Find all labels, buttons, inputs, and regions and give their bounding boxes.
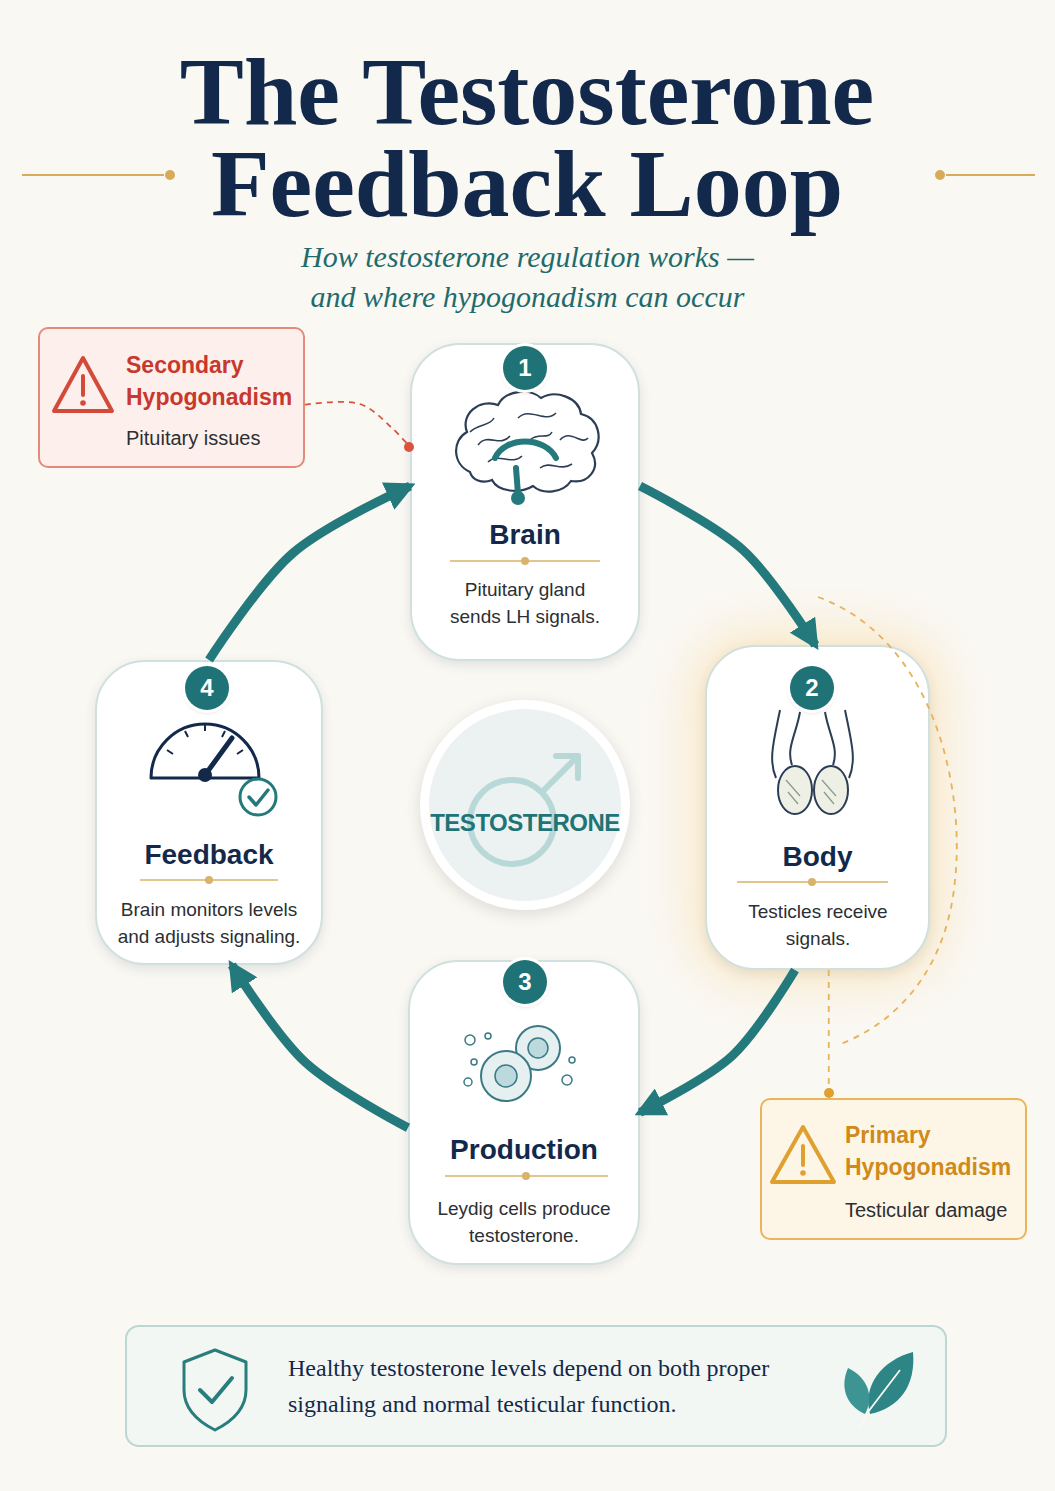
callout-box: Primary HypogonadismTesticular damage	[760, 1098, 1027, 1240]
cell-icon	[481, 1051, 531, 1101]
leaf-icon	[868, 1352, 913, 1414]
cell-icon	[528, 1038, 548, 1058]
subtitle: How testosterone regulation works — and …	[275, 237, 780, 317]
male-symbol	[470, 756, 578, 864]
divider	[808, 878, 816, 886]
dashed-leader	[828, 970, 830, 1098]
edge-group	[209, 402, 829, 1128]
step-body: Leydig cells produce testosterone.	[424, 1195, 624, 1249]
brain-icon	[495, 442, 556, 459]
title-dot	[165, 170, 175, 180]
gauge-icon	[163, 724, 247, 778]
check-icon	[240, 779, 276, 815]
divider	[140, 879, 278, 881]
step-title: Body	[707, 840, 928, 874]
cell-icon	[495, 1065, 517, 1087]
divider	[445, 1175, 608, 1177]
title-dot	[935, 170, 945, 180]
step-body: Pituitary gland sends LH signals.	[437, 576, 613, 630]
anatomy-icon	[814, 766, 848, 814]
cell-icon	[471, 1059, 477, 1065]
center-label: TESTOSTERONE	[419, 808, 631, 838]
step-number: 3	[503, 960, 547, 1004]
flow-arrow	[640, 486, 815, 645]
step-title: Brain	[412, 518, 638, 552]
divider	[737, 881, 888, 883]
divider	[450, 560, 600, 562]
leader-dot	[404, 442, 414, 452]
gauge-icon	[198, 768, 212, 782]
summary-box: Healthy testosterone levels depend on bo…	[125, 1325, 947, 1447]
callout-box: Secondary HypogonadismPituitary issues	[38, 327, 305, 468]
brain-icon	[456, 392, 598, 492]
step-body: Brain monitors levels and adjusts signal…	[104, 896, 314, 950]
shield-icon	[184, 1350, 246, 1430]
callout-title: Primary Hypogonadism	[845, 1119, 1025, 1183]
flow-arrow	[209, 486, 410, 660]
anatomy-icon	[772, 710, 853, 778]
step-title: Feedback	[97, 838, 321, 872]
brain-icon	[511, 491, 525, 505]
step-body: Testicles receive signals.	[723, 898, 913, 952]
warning-icon	[80, 400, 86, 406]
flow-arrow	[232, 965, 408, 1128]
gauge-icon	[205, 738, 232, 775]
step-number: 2	[790, 666, 834, 710]
warning-icon	[772, 1127, 834, 1182]
gauge-icon	[151, 724, 259, 778]
warning-icon	[54, 358, 112, 411]
check-icon	[249, 790, 268, 805]
anatomy-icon	[778, 766, 812, 814]
title-rule	[22, 174, 164, 176]
step-card: ProductionLeydig cells produce testoster…	[408, 960, 640, 1265]
leader-line	[818, 597, 957, 1045]
cell-icon	[516, 1026, 560, 1070]
callout-title: Secondary Hypogonadism	[126, 349, 306, 413]
shield-icon	[200, 1378, 232, 1402]
flow-arrow	[640, 970, 795, 1113]
warning-icon	[81, 376, 85, 395]
anatomy-icon	[786, 780, 836, 804]
dashed-leader	[305, 402, 410, 447]
male-symbol	[470, 780, 554, 864]
divider	[521, 557, 529, 565]
title-rule	[946, 174, 1035, 176]
step-card: BrainPituitary gland sends LH signals.	[410, 343, 640, 661]
brain-icon	[516, 468, 518, 494]
center-circle: TESTOSTERONE	[420, 700, 630, 910]
callout-body: Pituitary issues	[126, 425, 301, 451]
divider	[522, 1172, 530, 1180]
leader-dot	[824, 1088, 834, 1098]
step-number: 1	[503, 346, 547, 390]
cell-icon	[464, 1078, 472, 1086]
step-number: 4	[185, 666, 229, 710]
leaf-icon	[844, 1368, 869, 1414]
leaf-icon	[860, 1370, 900, 1428]
cell-icon	[569, 1057, 575, 1063]
cell-icon	[485, 1033, 491, 1039]
page-title: The Testosterone Feedback Loop	[97, 46, 957, 230]
cell-icon	[562, 1075, 572, 1085]
male-symbol	[542, 756, 578, 792]
brain-icon	[470, 413, 588, 468]
callout-body: Testicular damage	[845, 1197, 1023, 1223]
warning-icon	[800, 1170, 806, 1176]
step-title: Production	[410, 1133, 638, 1167]
warning-icon	[801, 1146, 805, 1165]
cell-icon	[465, 1035, 475, 1045]
divider	[205, 876, 213, 884]
summary-text: Healthy testosterone levels depend on bo…	[288, 1350, 793, 1422]
male-symbol	[556, 756, 578, 778]
